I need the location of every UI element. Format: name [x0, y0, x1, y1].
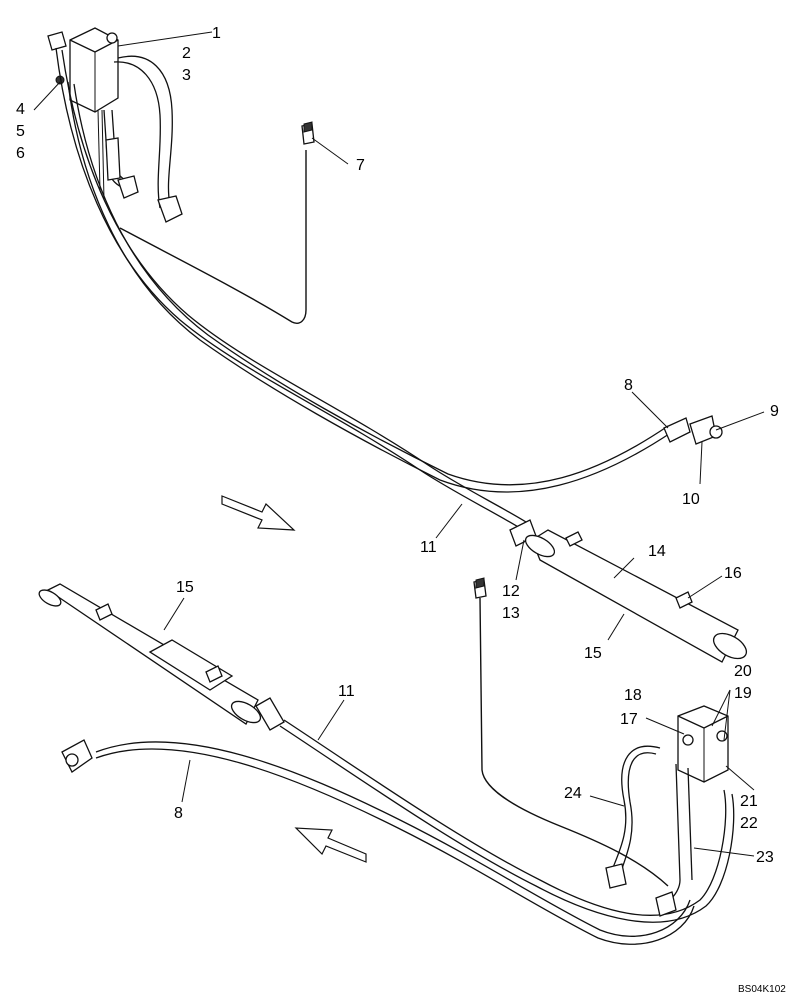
callout-7: 7 — [356, 157, 365, 174]
callout-8-upper: 8 — [624, 377, 633, 394]
callout-14: 14 — [648, 543, 666, 560]
callout-5: 5 — [16, 123, 25, 140]
lower-wire-harness — [473, 577, 669, 887]
diagram-code: BS04K102 — [738, 984, 786, 995]
callout-21: 21 — [740, 793, 758, 810]
callout-15-upper: 15 — [584, 645, 602, 662]
callout-23: 23 — [756, 849, 774, 866]
flow-arrows — [221, 495, 367, 863]
flow-arrow-left — [294, 827, 367, 863]
callout-11-upper: 11 — [420, 539, 437, 556]
callout-17: 17 — [620, 711, 638, 728]
callout-2: 2 — [182, 45, 191, 62]
upper-wire-harness — [119, 121, 315, 324]
callout-10: 10 — [682, 491, 700, 508]
callout-12: 12 — [502, 583, 520, 600]
callout-24: 24 — [564, 785, 582, 802]
callout-22: 22 — [740, 815, 758, 832]
callout-18: 18 — [624, 687, 642, 704]
callout-3: 3 — [182, 67, 191, 84]
callout-11-lower: 11 — [338, 683, 355, 700]
flow-arrow-right — [221, 495, 296, 531]
callout-19: 19 — [734, 685, 752, 702]
callout-4: 4 — [16, 101, 25, 118]
main-hose-bundle — [55, 47, 723, 529]
callouts: 1 2 3 4 5 6 7 8 9 10 11 12 13 14 15 16 1… — [16, 25, 779, 866]
callout-1: 1 — [212, 25, 221, 42]
callout-16: 16 — [724, 565, 742, 582]
lower-cylinder — [38, 583, 285, 731]
upper-valve-hoses — [97, 55, 183, 223]
callout-8-lower: 8 — [174, 805, 183, 822]
lower-hose-bundle — [61, 719, 735, 945]
callout-9: 9 — [770, 403, 779, 420]
upper-cylinder — [509, 519, 748, 663]
callout-20: 20 — [734, 663, 752, 680]
callout-13: 13 — [502, 605, 520, 622]
callout-6: 6 — [16, 145, 25, 162]
callout-15-lower: 15 — [176, 579, 194, 596]
leader-lines — [33, 31, 765, 857]
